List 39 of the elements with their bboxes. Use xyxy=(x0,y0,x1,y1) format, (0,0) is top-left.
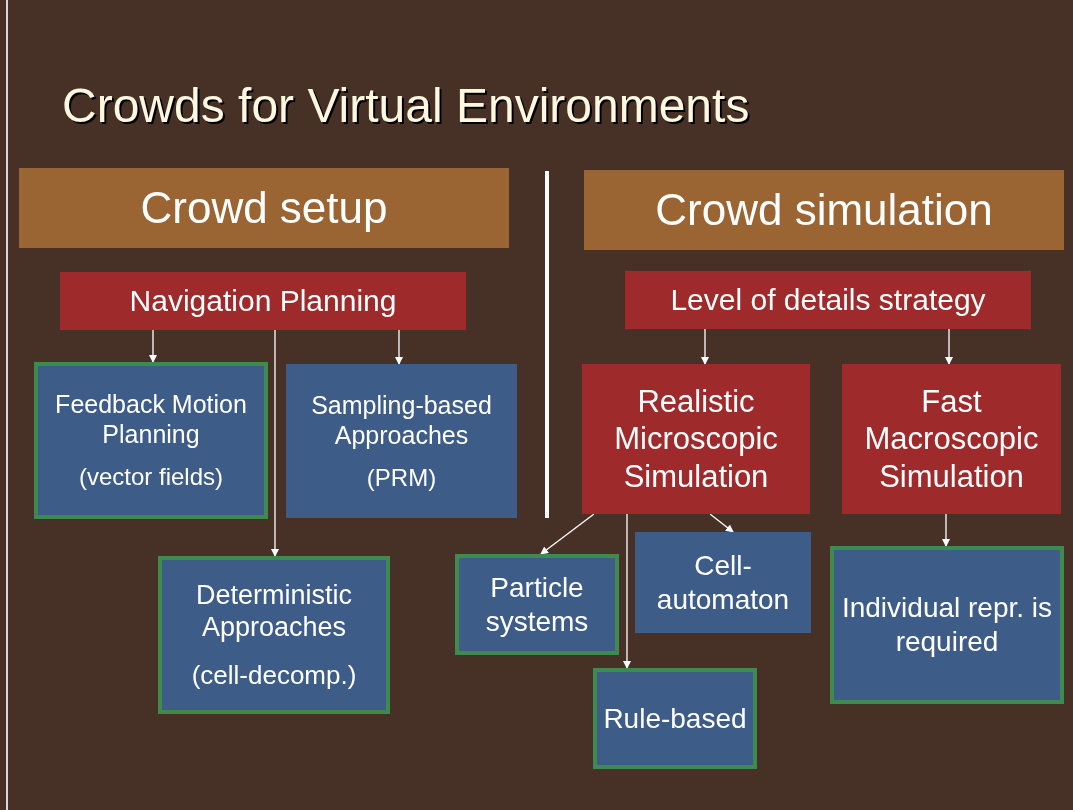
node-label: Level of details strategy xyxy=(670,282,986,318)
arrow xyxy=(709,513,734,533)
node-label: Realistic Microscopic Simulation xyxy=(613,383,779,495)
category-box xyxy=(625,271,1031,329)
node-label: Navigation Planning xyxy=(129,283,397,319)
node-label: Sampling-based Approaches xyxy=(310,389,493,450)
node-label: Feedback Motion Planning xyxy=(54,389,248,450)
method-box xyxy=(455,554,619,655)
category-box xyxy=(842,364,1061,514)
node-note: (PRM) xyxy=(366,463,437,493)
node-label: Crowd setup xyxy=(140,181,388,234)
node-label: Cell-automaton xyxy=(655,548,791,617)
node-label: Fast Macroscopic Simulation xyxy=(863,383,1040,495)
section-header xyxy=(584,170,1064,250)
node-label: Crowd simulation xyxy=(655,183,993,236)
arrow xyxy=(623,513,631,669)
arrow xyxy=(149,329,157,363)
arrow xyxy=(942,513,950,547)
category-box xyxy=(60,272,466,330)
node-label: Particle systems xyxy=(484,570,590,639)
node-label: Rule-based xyxy=(603,701,747,736)
slide-title: Crowds for Virtual Environments xyxy=(62,78,750,134)
category-box xyxy=(582,364,810,514)
node-label: Individual repr. is required xyxy=(840,591,1054,659)
arrow xyxy=(395,329,403,365)
method-box xyxy=(158,556,390,714)
method-box xyxy=(635,532,811,633)
node-label: Deterministic Approaches xyxy=(195,579,353,644)
method-box xyxy=(830,546,1064,704)
arrow xyxy=(271,329,279,557)
arrow xyxy=(945,328,953,365)
method-box xyxy=(34,362,268,519)
arrow xyxy=(540,513,595,555)
section-header xyxy=(19,168,509,248)
method-box xyxy=(593,668,757,769)
node-note: (cell-decomp.) xyxy=(191,659,357,691)
node-note: (vector fields) xyxy=(78,463,223,492)
arrow xyxy=(701,328,709,365)
method-box xyxy=(286,364,517,518)
